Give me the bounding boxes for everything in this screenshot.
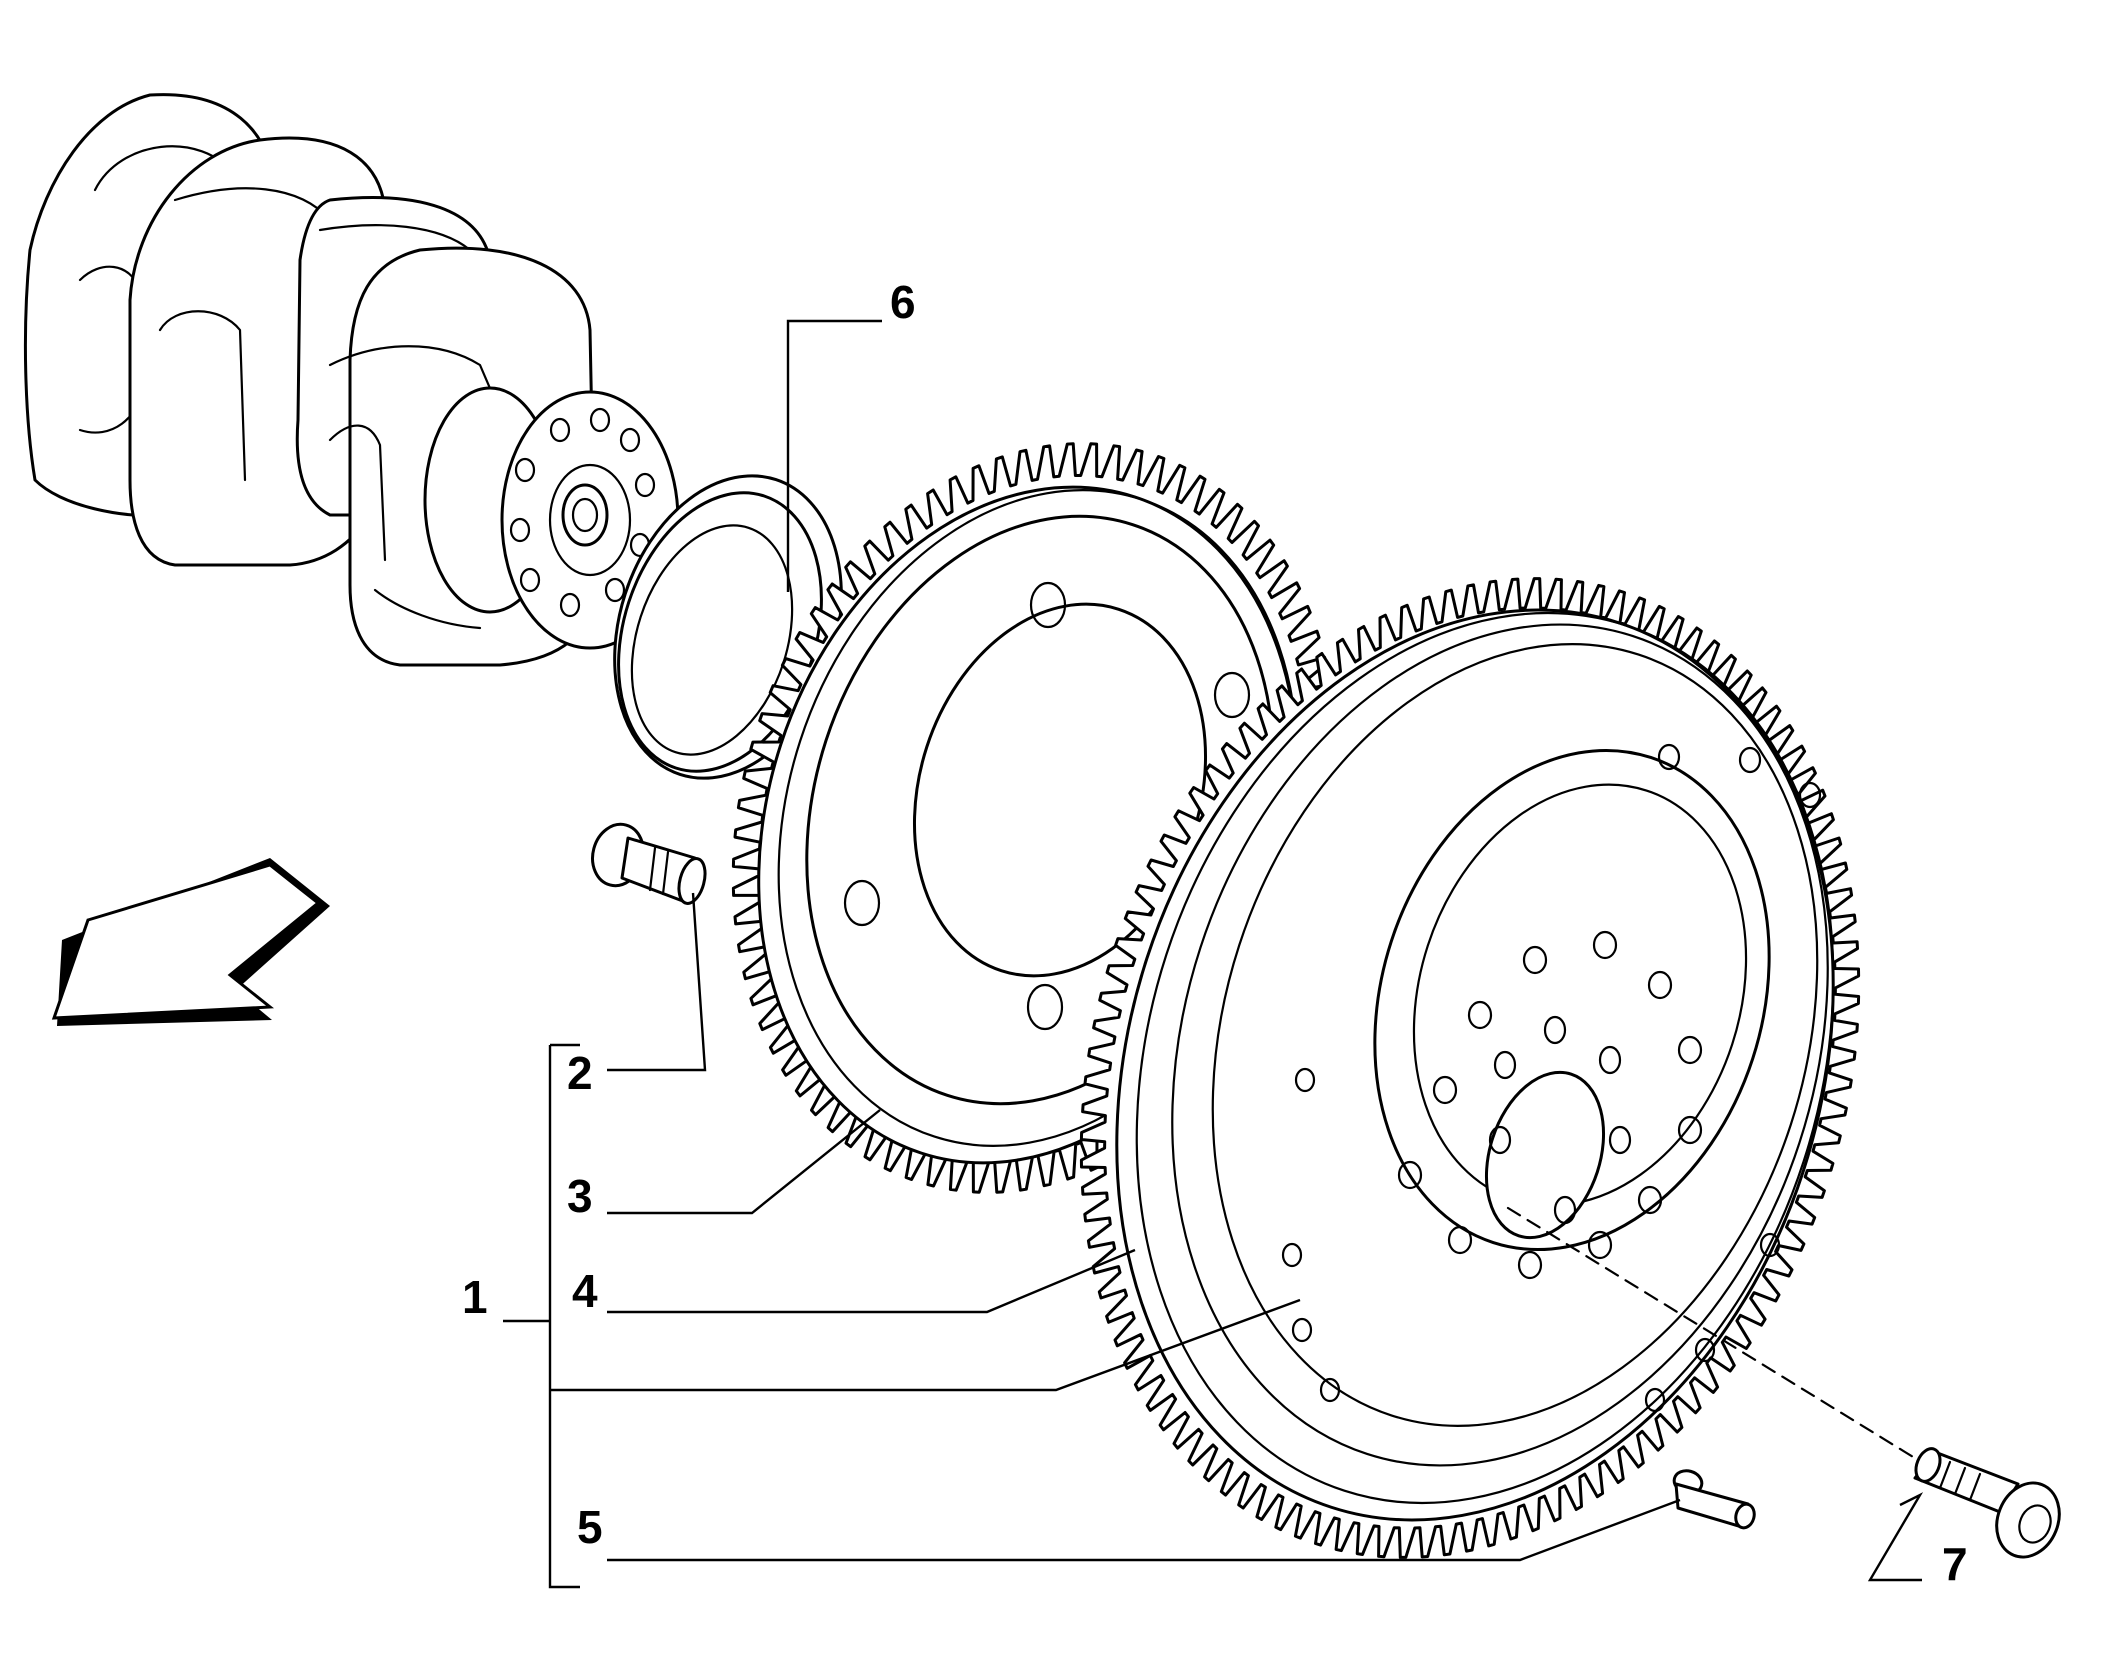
- crankshaft: [23, 93, 680, 667]
- arrow-down-left-icon: [51, 858, 330, 1026]
- callout-3: 3: [567, 1170, 593, 1222]
- callout-5: 5: [577, 1501, 603, 1553]
- callout-7: 7: [1942, 1538, 1968, 1590]
- flywheel: [1079, 577, 1861, 1559]
- flywheel-pin: [1672, 1469, 1756, 1530]
- flywheel-bolt: [1913, 1447, 2061, 1559]
- callout-4: 4: [572, 1265, 598, 1317]
- callout-1: 1: [462, 1271, 488, 1323]
- leader-lines: [503, 319, 1924, 1589]
- callout-6: 6: [890, 276, 916, 328]
- bolt-axis-line: [1506, 1206, 1920, 1462]
- dowel-pin: [591, 822, 707, 905]
- callout-2: 2: [567, 1047, 593, 1099]
